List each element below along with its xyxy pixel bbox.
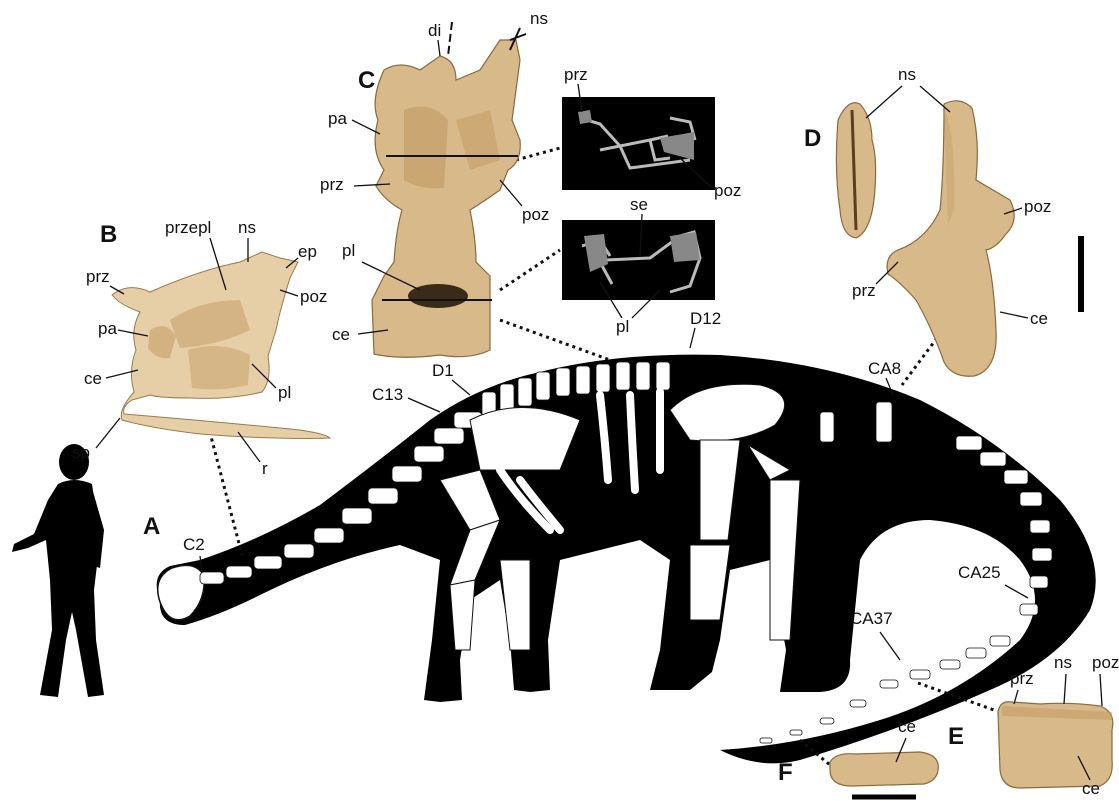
ct-lower-label-pl: pl [616,317,629,336]
b-label-poz: poz [300,287,327,306]
d-label-poz: poz [1024,197,1051,216]
c-label-di: di [428,21,441,40]
ct-upper-label-prz: prz [564,65,588,84]
panel-label-f: F [778,759,793,786]
d-label-ns: ns [898,65,916,84]
ct-section-upper [562,97,715,190]
b-label-przepl: przepl [165,218,211,237]
label-d12: D12 [690,309,721,328]
c-label-ns: ns [530,9,548,28]
b-label-ns: ns [238,218,256,237]
panel-c-dorsal-vertebra [372,22,526,357]
d-label-prz: prz [852,281,876,300]
b-label-r: r [262,459,268,478]
label-c2: C2 [183,535,205,554]
panel-b-cervical-vertebra [112,252,330,439]
panel-label-a: A [143,513,160,540]
d-label-ce: ce [1030,309,1048,328]
b-label-sp: sp [72,443,90,462]
e-label-ns: ns [1054,653,1072,672]
label-ca37: CA37 [850,609,893,628]
b-label-prz: prz [86,267,110,286]
c-label-ce: ce [332,325,350,344]
c-label-poz: poz [522,205,549,224]
ct-lower-label-se: se [630,195,648,214]
label-d1: D1 [432,361,454,380]
label-c13: C13 [372,385,403,404]
e-label-ce: ce [1082,779,1100,798]
skeleton-reconstruction: C2 C13 D1 D12 CA8 CA25 CA37 [157,309,1096,763]
panel-label-b: B [100,221,117,248]
e-label-prz: prz [1010,669,1034,688]
b-label-ep: ep [298,242,317,261]
b-label-pa: pa [98,319,117,338]
f-label-ce: ce [898,717,916,736]
ct-upper-label-poz: poz [714,181,741,200]
c-label-prz: prz [320,175,344,194]
b-label-pl: pl [278,383,291,402]
panel-label-c: C [358,67,375,94]
human-silhouette [12,444,104,697]
e-label-poz: poz [1092,653,1119,672]
c-label-pl: pl [342,241,355,260]
ct-section-lower [562,220,715,300]
c-label-pa: pa [328,109,347,128]
panel-f-caudal-vertebra [830,752,938,786]
b-label-ce: ce [84,369,102,388]
label-ca8: CA8 [868,359,901,378]
panel-d-caudal-vertebra [836,101,1014,376]
panel-e-caudal-vertebra [998,702,1113,788]
label-ca25: CA25 [958,563,1001,582]
panel-label-d: D [804,125,821,152]
panel-label-e: E [948,723,964,750]
